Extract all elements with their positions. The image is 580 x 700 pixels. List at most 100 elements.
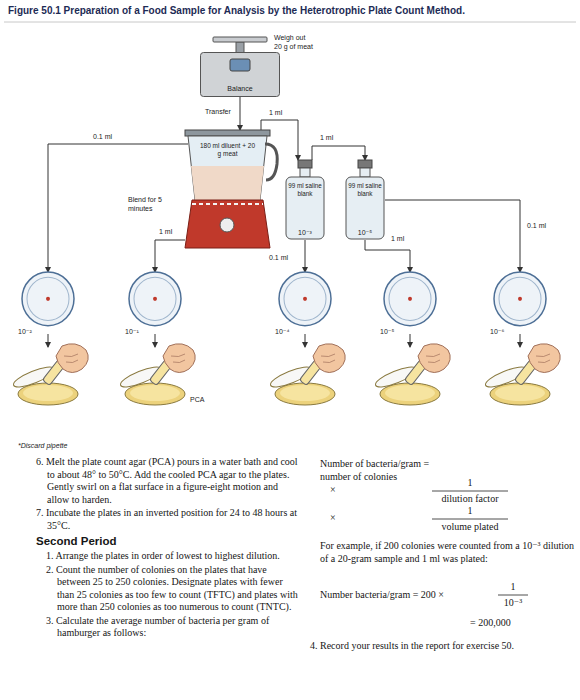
- volume-label: 0.1 ml: [92, 133, 113, 142]
- down-arrow: [305, 334, 306, 347]
- fraction-numerator: 1: [511, 581, 516, 594]
- plate-shape: [18, 272, 78, 336]
- volume-label: 1 ml: [268, 109, 283, 118]
- down-arrow: [520, 334, 521, 347]
- pour-plate-group: [268, 334, 345, 405]
- procedure-step: 2. Count the number of colonies on the p…: [36, 564, 298, 614]
- blender-node: 180 ml diluent + 20 g meat: [180, 130, 275, 248]
- sample-drop: [408, 297, 412, 301]
- finger-lines: [321, 354, 335, 363]
- petri-rim: [27, 277, 69, 320]
- down-arrow: [48, 334, 49, 347]
- finger-lines: [536, 354, 550, 363]
- down-arrow: [155, 334, 156, 347]
- formula-operator: ×: [330, 512, 336, 525]
- pour-plate-group: [373, 334, 450, 405]
- agar-surface: [495, 385, 545, 401]
- node-text: 99 ml saline blank: [347, 182, 383, 197]
- figure-title: Figure 50.1 Preparation of a Food Sample…: [8, 5, 465, 17]
- dilution-label: 10⁻⁵: [380, 328, 394, 336]
- petri-plate: [22, 272, 74, 326]
- volume-label: 0.1 ml: [526, 222, 547, 231]
- pipette-transfer: [305, 240, 306, 272]
- petri-rim: [499, 277, 541, 320]
- hand: [528, 344, 560, 373]
- balance-stem: [236, 42, 244, 53]
- down-arrow: [410, 334, 411, 347]
- fraction-bar: [432, 491, 508, 492]
- pipette-transfer: [385, 200, 520, 272]
- plate-shape: [490, 272, 550, 336]
- blender-dial: [220, 218, 234, 232]
- pipette-transfer: [240, 97, 241, 130]
- fraction-numerator: 1: [468, 477, 473, 490]
- bottle-neck: [360, 168, 370, 177]
- volume-label: 0.1 ml: [268, 254, 289, 263]
- bottle-body: [286, 177, 324, 239]
- bottle-shape: [285, 160, 325, 240]
- procedure-step: 4. Record your results in the report for…: [310, 640, 572, 653]
- agar-dish: [380, 383, 440, 405]
- finger-lines: [171, 354, 185, 363]
- dilution-label: 10⁻¹: [125, 328, 139, 336]
- blender-jar: [188, 136, 267, 200]
- petri-plate: [129, 272, 181, 326]
- bottle-node: 99 ml saline blank10⁻⁵: [345, 160, 385, 240]
- pour-plate-group: [483, 334, 560, 405]
- hand: [163, 344, 195, 373]
- sample-drop: [46, 297, 50, 301]
- instruction-label: Blend for 5 minutes: [128, 196, 176, 213]
- formula-result: = 200,000: [470, 617, 511, 630]
- petri-rim: [134, 277, 176, 320]
- formula-text: Number of bacteria/gram = number of colo…: [320, 458, 450, 483]
- fraction-bar: [432, 519, 508, 520]
- bottle-shape: [345, 160, 385, 240]
- volume-label: 1 ml: [319, 134, 334, 143]
- sample-drop: [303, 297, 307, 301]
- petri-plate: [384, 272, 436, 326]
- volume-label: 1 ml: [158, 228, 173, 237]
- plate-node: 10⁻²: [18, 272, 78, 336]
- fraction-denominator: 10⁻³: [504, 597, 522, 610]
- blender-base: [185, 200, 270, 248]
- balance-node: Balance: [200, 52, 280, 97]
- medium-label: PCA: [190, 396, 204, 405]
- plate-shape: [380, 272, 440, 336]
- agar-surface: [280, 385, 330, 401]
- procedure-step: 1. Arrange the plates in order of lowest…: [36, 550, 298, 563]
- hand: [56, 344, 88, 373]
- procedure-step: 7. Incubate the plates in an inverted po…: [36, 507, 298, 532]
- agar-dish: [490, 383, 550, 405]
- balance-body: [201, 53, 280, 97]
- hand: [418, 344, 450, 373]
- plate-node: 10⁻⁴: [275, 272, 335, 336]
- instruction-label: Weigh out 20 g of meat: [274, 34, 314, 51]
- section-heading: Second Period: [36, 534, 298, 549]
- plate-node: 10⁻¹: [125, 272, 185, 336]
- node-text: 180 ml diluent + 20 g meat: [200, 142, 256, 157]
- dilution-label: 10⁻²: [18, 328, 32, 336]
- agar-dish: [125, 383, 185, 405]
- dilution-label: 10⁻⁶: [490, 328, 504, 336]
- plate-node: 10⁻⁶: [490, 272, 550, 336]
- agar-surface: [385, 385, 435, 401]
- node-text: Balance: [227, 85, 252, 93]
- fraction-denominator: dilution factor: [442, 493, 499, 506]
- procedure-step: 3. Calculate the average number of bacte…: [36, 615, 298, 640]
- formula-text: Number bacteria/gram = 200 ×: [320, 589, 444, 602]
- bottle-body: [346, 177, 384, 239]
- bottle-cap: [298, 160, 312, 168]
- fraction-bar: [498, 595, 528, 596]
- instruction-column: 6. Melt the plate count agar (PCA) pours…: [36, 456, 298, 641]
- balance-display: [230, 59, 250, 71]
- pipette-transfer: [48, 144, 188, 272]
- volume-label: 1 ml: [390, 235, 405, 244]
- sample-drop: [153, 297, 157, 301]
- formula-operator: ×: [330, 484, 336, 497]
- petri-plate: [279, 272, 331, 326]
- agar-dish: [275, 383, 335, 405]
- pipette-transfer: [155, 240, 185, 272]
- pour-plate-group: [118, 334, 195, 405]
- plate-node: 10⁻⁵: [380, 272, 440, 336]
- dilution-label: 10⁻⁴: [275, 328, 290, 336]
